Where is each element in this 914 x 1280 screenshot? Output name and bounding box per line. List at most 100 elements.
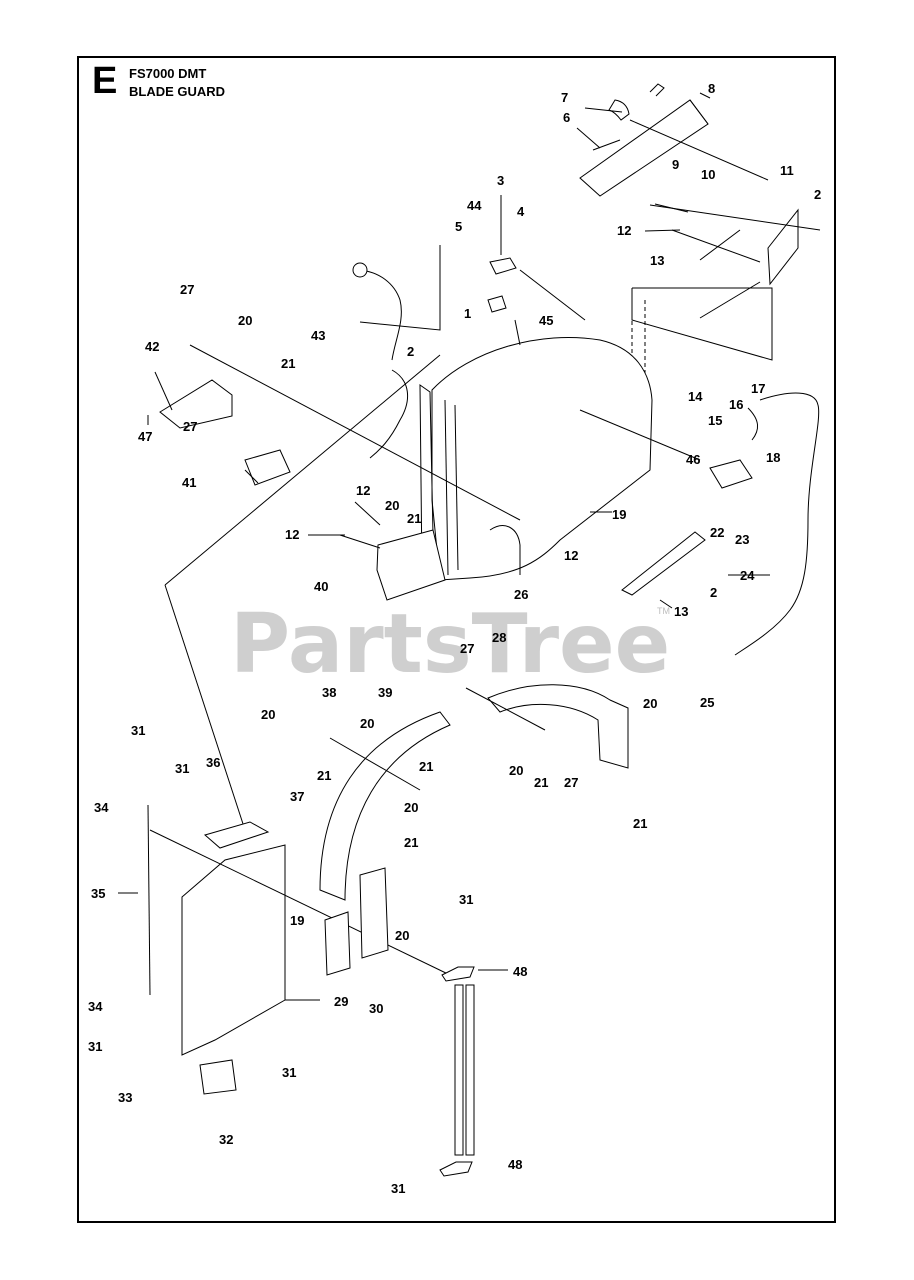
callout: 36	[206, 755, 220, 770]
arc-guard-39	[319, 711, 451, 901]
callout: 21	[407, 511, 421, 526]
callout: 20	[238, 313, 252, 328]
callout: 35	[91, 886, 105, 901]
callout: 27	[460, 641, 474, 656]
callout: 6	[563, 110, 570, 125]
callout: 31	[391, 1181, 405, 1196]
callout: 21	[419, 759, 433, 774]
deflector-40	[376, 529, 446, 601]
callout: 24	[740, 568, 755, 583]
plate-13	[621, 531, 706, 596]
callout: 30	[369, 1001, 383, 1016]
callout: 12	[617, 223, 631, 238]
callout: 45	[539, 313, 553, 328]
model-title: FS7000 DMT	[129, 66, 207, 81]
callout: 34	[94, 800, 109, 815]
callout: 48	[508, 1157, 522, 1172]
callout: 20	[360, 716, 374, 731]
callout: 46	[686, 452, 700, 467]
callout: 31	[459, 892, 473, 907]
small-plate	[709, 459, 753, 489]
callout: 22	[710, 525, 724, 540]
callout: 12	[356, 483, 370, 498]
callout: 21	[404, 835, 418, 850]
callout: 7	[561, 90, 568, 105]
callout: 26	[514, 587, 528, 602]
top-clamp	[359, 195, 586, 331]
callout: 25	[700, 695, 714, 710]
callout: 1	[464, 306, 471, 321]
callout: 20	[643, 696, 657, 711]
callout: 47	[138, 429, 152, 444]
callout: 21	[281, 356, 295, 371]
callout: 14	[688, 389, 703, 404]
plate-20	[359, 867, 389, 959]
callout: 39	[378, 685, 392, 700]
right-bracket	[649, 203, 821, 319]
section-letter: E	[92, 60, 118, 102]
right-cable	[734, 392, 820, 656]
callout: 20	[385, 498, 399, 513]
plate-30	[324, 911, 351, 976]
callout: 19	[290, 913, 304, 928]
callout: 21	[317, 768, 331, 783]
watermark-trademark: TM	[657, 606, 670, 616]
callout: 2	[710, 585, 717, 600]
callout: 43	[311, 328, 325, 343]
callout: 9	[672, 157, 679, 172]
callout: 20	[395, 928, 409, 943]
left-cable	[352, 262, 409, 459]
callout: 20	[404, 800, 418, 815]
callout: 31	[282, 1065, 296, 1080]
callout: 29	[334, 994, 348, 1009]
vertical-rod-35	[147, 804, 151, 996]
callout: 4	[517, 204, 525, 219]
curved-bracket-25	[465, 684, 629, 769]
callout: 12	[564, 548, 578, 563]
callout: 27	[180, 282, 194, 297]
callout: 41	[182, 475, 196, 490]
callout: 10	[701, 167, 715, 182]
bottom-bracket-33	[199, 1059, 237, 1095]
support-rods-48	[439, 966, 475, 1177]
top-cover-plate	[579, 83, 769, 197]
callout: 31	[88, 1039, 102, 1054]
watermark-text: PartsTree	[230, 597, 670, 692]
callout: 28	[492, 630, 506, 645]
callout: 27	[183, 419, 197, 434]
callout: 44	[467, 198, 482, 213]
callout: 33	[118, 1090, 132, 1105]
callout: 12	[285, 527, 299, 542]
callout: 21	[534, 775, 548, 790]
callout: 21	[633, 816, 647, 831]
callout: 5	[455, 219, 462, 234]
callout: 32	[219, 1132, 233, 1147]
callout: 18	[766, 450, 780, 465]
callout: 34	[88, 999, 103, 1014]
callout: 31	[131, 723, 145, 738]
callout: 20	[261, 707, 275, 722]
callout: 19	[612, 507, 626, 522]
callout: 15	[708, 413, 722, 428]
callout-labels: 1 2 2 2 3 4 5 6 7 8 9 10 11 12 12 12 12 …	[88, 81, 821, 1196]
left-bracket	[159, 344, 521, 521]
callout: 20	[509, 763, 523, 778]
leader-lines	[118, 92, 770, 1001]
callout: 23	[735, 532, 749, 547]
callout: 48	[513, 964, 527, 979]
diagram-frame	[77, 56, 836, 1223]
callout: 17	[751, 381, 765, 396]
callout: 13	[650, 253, 664, 268]
callout: 2	[407, 344, 414, 359]
callout: 13	[674, 604, 688, 619]
assembly-title: BLADE GUARD	[129, 84, 226, 99]
assembly-line-left	[164, 354, 441, 586]
callout: 2	[814, 187, 821, 202]
callout: 3	[497, 173, 504, 188]
rear-panel	[631, 287, 773, 470]
main-blade-guard	[419, 319, 701, 583]
callout: 38	[322, 685, 336, 700]
callout: 40	[314, 579, 328, 594]
callout: 37	[290, 789, 304, 804]
